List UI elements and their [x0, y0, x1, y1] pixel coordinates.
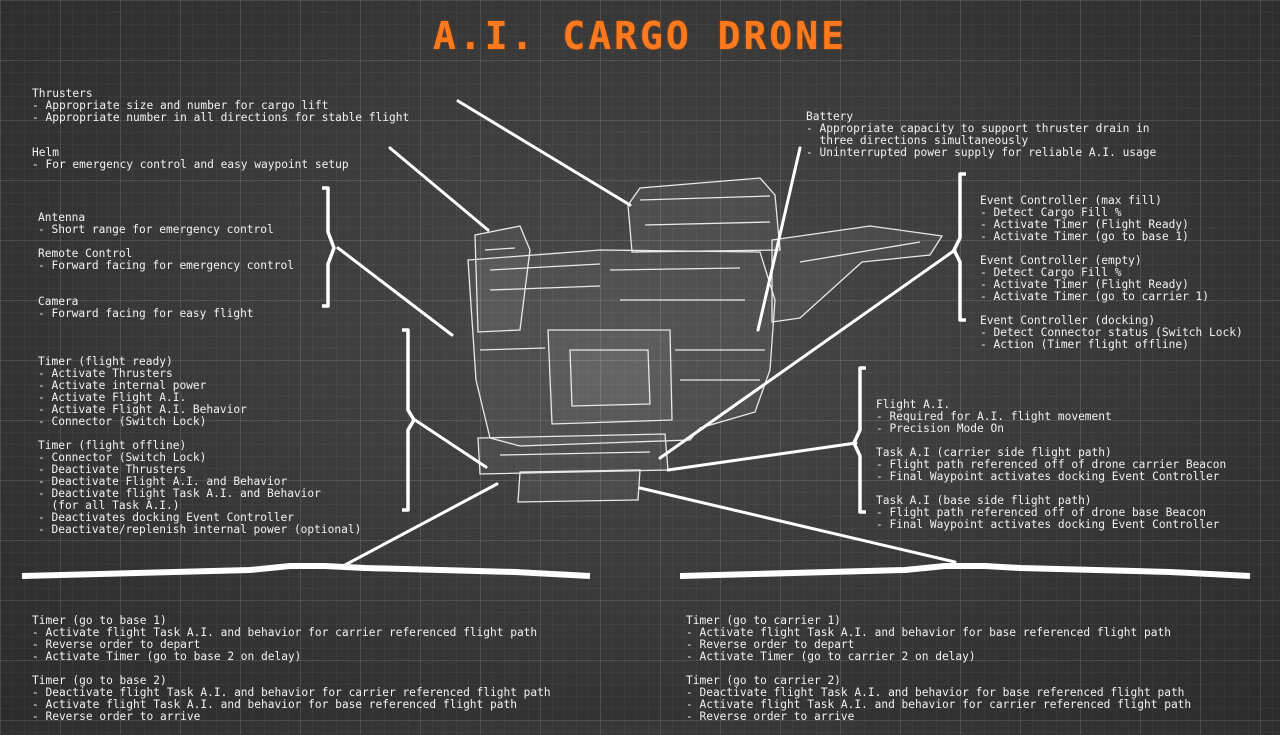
leader-lines — [336, 99, 957, 567]
event-controller-empty-note: Event Controller (empty)- Detect Cargo F… — [980, 254, 1210, 303]
bracket-ai-group — [852, 366, 866, 514]
flight-ai-note: Flight A.I.- Required for A.I. flight mo… — [876, 398, 1112, 435]
timer-flight-ready-note: Timer (flight ready)- Activate Thrusters… — [38, 355, 247, 428]
leader-timers-base — [343, 482, 499, 567]
leader-timer-group — [413, 418, 488, 469]
leader-antenna-group — [336, 246, 454, 337]
event-controller-max-note: Event Controller (max fill)- Detect Carg… — [980, 194, 1189, 243]
camera-note: Camera- Forward facing for easy flight — [38, 295, 254, 320]
bracket-antenna-group — [322, 186, 336, 308]
drone-left-tower — [474, 225, 531, 333]
leader-ai-group — [666, 441, 858, 472]
bar-timers-carrier — [679, 563, 1251, 579]
diagram-title: A.I. CARGO DRONE — [432, 14, 848, 58]
drone-bottom-connector — [517, 469, 641, 503]
leader-event-group — [658, 248, 957, 460]
task-ai-carrier-note: Task A.I (carrier side flight path)- Fli… — [876, 446, 1227, 483]
timer-go-to-base-1-note: Timer (go to base 1)- Activate flight Ta… — [32, 614, 538, 663]
drone-panel-lines — [479, 195, 921, 456]
drone-diagram — [21, 99, 1251, 579]
drone-cargo-bay-inner — [569, 349, 651, 407]
remote-control-note: Remote Control- Forward facing for emerg… — [38, 247, 294, 272]
drone-cargo-bay — [547, 329, 673, 425]
bracket-event-group — [952, 172, 966, 322]
leader-timers-carrier — [638, 486, 957, 564]
brackets — [21, 172, 1251, 579]
drone-sketch — [467, 177, 944, 503]
timer-go-to-carrier-1-note: Timer (go to carrier 1)- Activate flight… — [686, 614, 1171, 663]
battery-note: Battery- Appropriate capacity to support… — [806, 110, 1157, 159]
timer-flight-offline-note: Timer (flight offline)- Connector (Switc… — [38, 439, 362, 536]
thrusters-note: Thrusters- Appropriate size and number f… — [32, 87, 410, 124]
timer-go-to-carrier-2-note: Timer (go to carrier 2)- Deactivate flig… — [686, 674, 1192, 723]
drone-main-body — [467, 249, 776, 447]
leader-battery — [756, 146, 802, 332]
drone-side-arm — [771, 225, 944, 323]
task-ai-base-note: Task A.I (base side flight path)- Flight… — [876, 494, 1220, 531]
antenna-note: Antenna- Short range for emergency contr… — [38, 211, 274, 236]
drone-top-module — [627, 177, 781, 253]
bracket-timer-group — [402, 328, 416, 512]
bar-timers-base — [21, 563, 591, 579]
event-controller-docking-note: Event Controller (docking)- Detect Conne… — [980, 314, 1243, 351]
leader-thrusters — [456, 99, 632, 207]
leader-helm — [388, 146, 490, 232]
helm-note: Helm- For emergency control and easy way… — [32, 146, 349, 171]
timer-go-to-base-2-note: Timer (go to base 2)- Deactivate flight … — [32, 674, 551, 723]
